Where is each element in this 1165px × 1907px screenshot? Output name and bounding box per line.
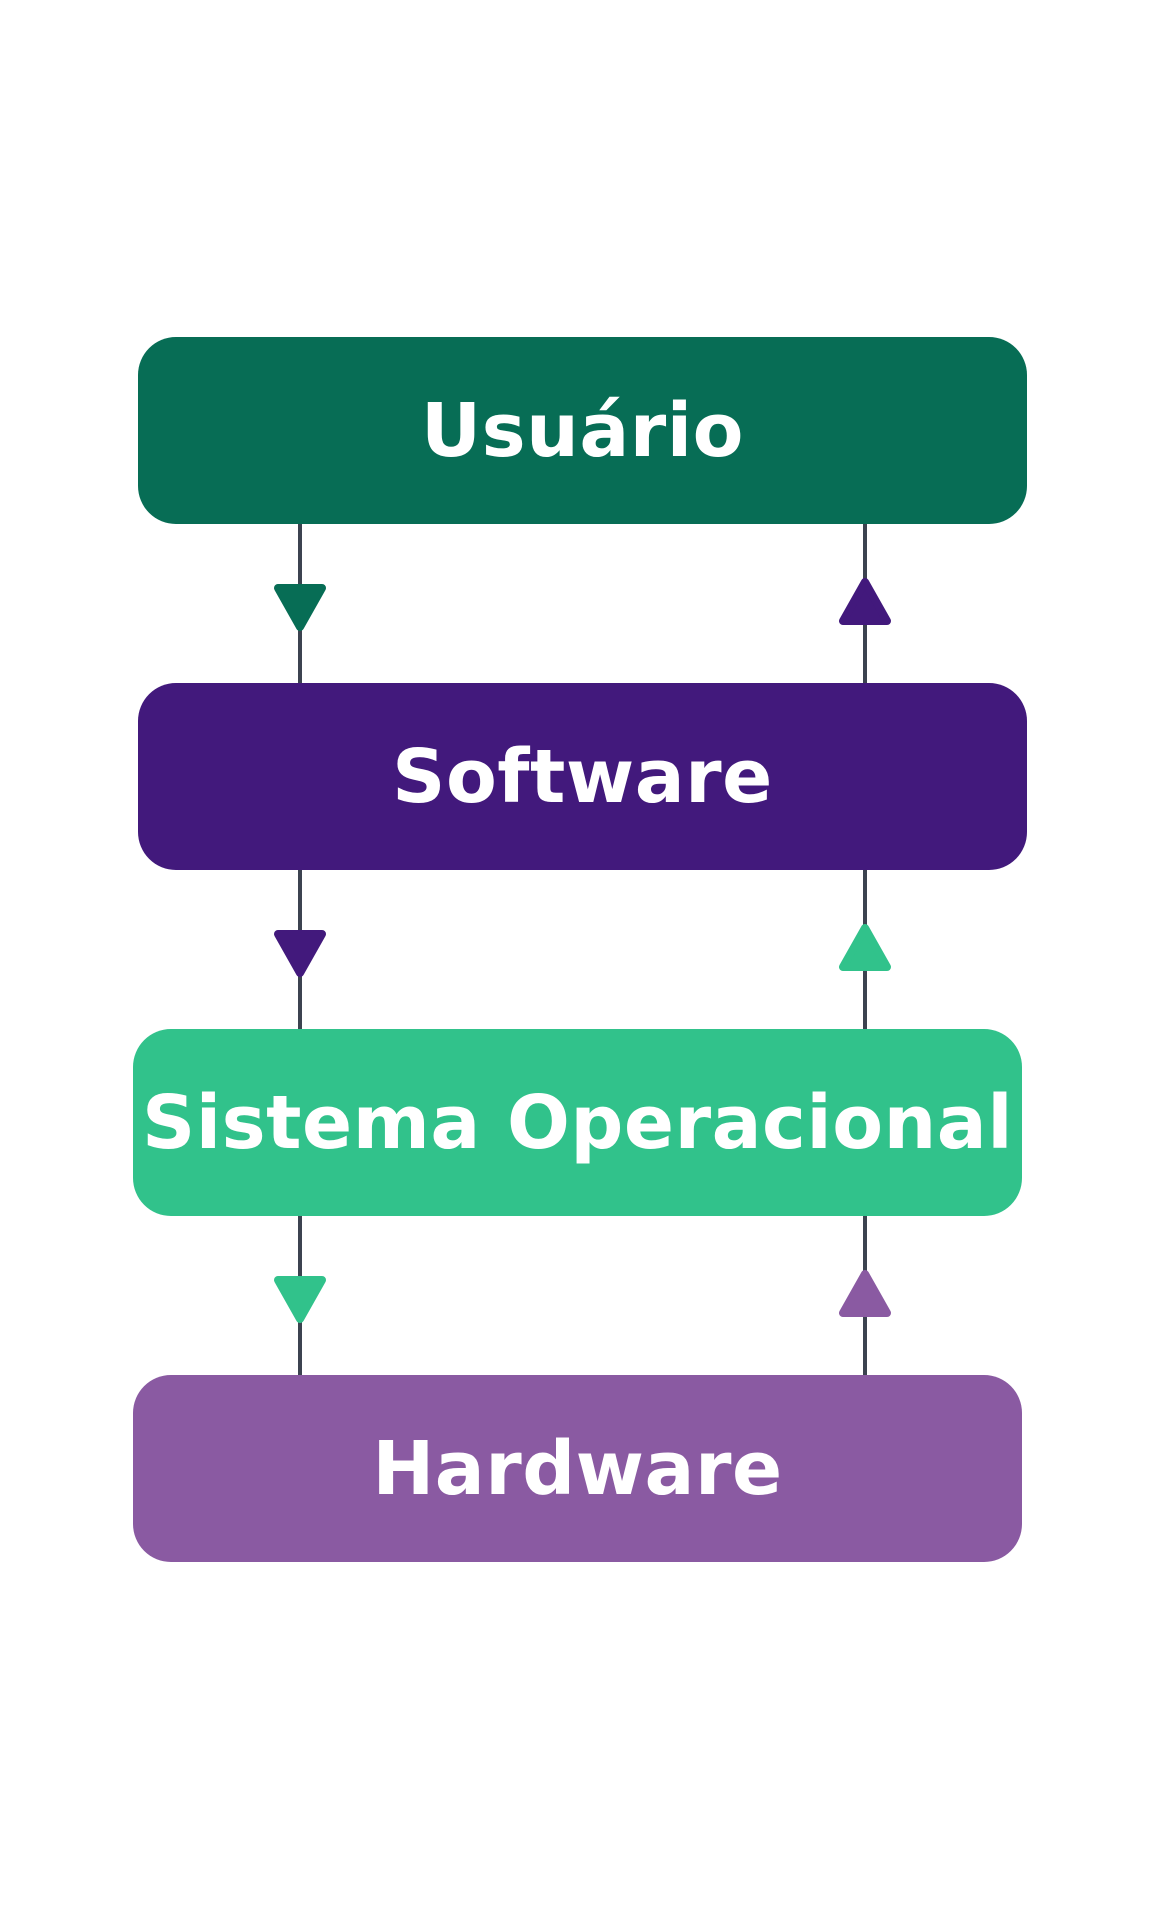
node-sistema-operacional: Sistema Operacional — [133, 1029, 1022, 1216]
node-usuario-label: Usuário — [421, 387, 744, 474]
node-hardware: Hardware — [133, 1375, 1022, 1562]
edge-software-so-arrowhead — [274, 930, 326, 977]
node-software-label: Software — [392, 733, 773, 820]
edge-software-usuario-arrowhead — [839, 578, 891, 625]
edge-usuario-software-arrowhead — [274, 584, 326, 631]
edge-so-hardware-arrowhead — [274, 1276, 326, 1323]
node-hardware-label: Hardware — [372, 1425, 783, 1512]
node-software: Software — [138, 683, 1027, 870]
node-usuario: Usuário — [138, 337, 1027, 524]
node-sistema-operacional-label: Sistema Operacional — [141, 1079, 1014, 1166]
edge-so-software-arrowhead — [839, 924, 891, 971]
edge-hardware-so-arrowhead — [839, 1270, 891, 1317]
